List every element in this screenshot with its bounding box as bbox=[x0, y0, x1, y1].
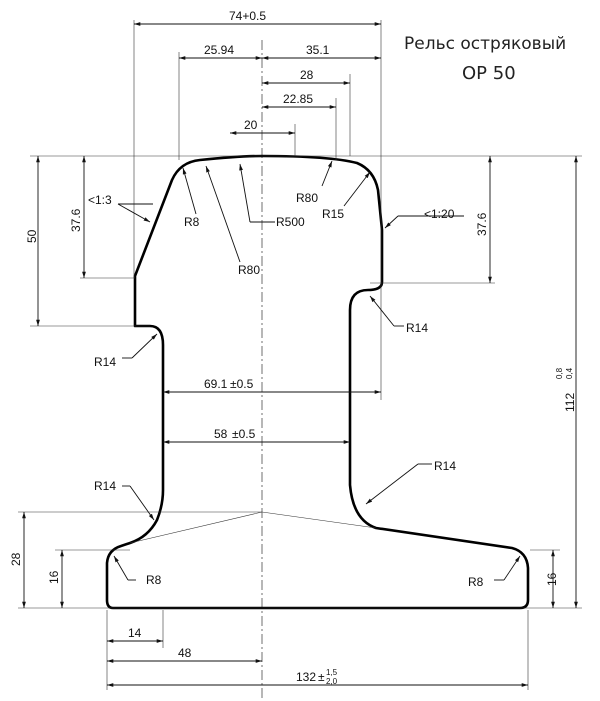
dim-25-94: 25.94 bbox=[179, 43, 262, 60]
flange-taper-line-left bbox=[129, 511, 263, 544]
dim-16-right: 16 bbox=[545, 550, 559, 608]
radius-r8-foot-right: R8 bbox=[468, 555, 521, 589]
radius-r8-foot-right-label: R8 bbox=[468, 575, 484, 589]
dim-16-left-label: 16 bbox=[47, 570, 61, 584]
rail-profile-outline bbox=[105, 154, 530, 610]
dim-16-right-label: 16 bbox=[545, 572, 559, 586]
dim-48: 48 bbox=[107, 646, 262, 663]
drawing-title: Рельс остряковый bbox=[404, 34, 567, 54]
dim-20: 20 bbox=[230, 118, 295, 135]
radius-r14-foot-right: R14 bbox=[365, 459, 456, 505]
slope-right-label: <1:20 bbox=[424, 207, 455, 221]
dim-69-1-label: 69.1 bbox=[204, 377, 228, 391]
radius-r14-foot-left-label: R14 bbox=[94, 479, 116, 493]
dim-50: 50 bbox=[25, 156, 40, 326]
dim-58: 58 ±0.5 bbox=[163, 427, 350, 444]
dim-132-pm: ± bbox=[318, 670, 325, 684]
dim-25-94-label: 25.94 bbox=[204, 43, 234, 57]
dim-74-label: 74+0.5 bbox=[229, 9, 266, 23]
dim-132-tol-upper: 1,5 bbox=[326, 668, 338, 677]
dim-37-6-left: 37.6 bbox=[69, 156, 86, 278]
radius-r14-foot-right-label: R14 bbox=[434, 459, 456, 473]
slope-left-label: <1:3 bbox=[88, 193, 112, 207]
dim-132-tol-lower: 2,0 bbox=[326, 677, 338, 686]
radius-r8-head: R8 bbox=[182, 167, 200, 229]
dim-112-label: 112 bbox=[563, 393, 577, 412]
radius-r14-head-right: R14 bbox=[369, 295, 428, 335]
dim-112-tol-lower: 0,4 bbox=[565, 367, 574, 379]
radius-r8-foot-left-label: R8 bbox=[146, 573, 162, 587]
dim-20-label: 20 bbox=[244, 118, 258, 132]
dim-28-top: 28 bbox=[262, 68, 350, 85]
radius-r80-right: R80 bbox=[296, 160, 333, 205]
dim-58-tol: ±0.5 bbox=[232, 427, 256, 441]
dim-35-1-label: 35.1 bbox=[306, 43, 330, 57]
radius-r14-head-right-label: R14 bbox=[406, 321, 428, 335]
dim-35-1: 35.1 bbox=[262, 43, 381, 60]
dim-69-1: 69.1 ±0.5 bbox=[163, 377, 381, 394]
dim-69-1-tol: ±0.5 bbox=[230, 377, 254, 391]
dim-37-6-right: 37.6 bbox=[475, 156, 492, 283]
slope-left: <1:3 bbox=[88, 193, 153, 223]
radius-r8-foot-left: R8 bbox=[113, 555, 162, 587]
radius-r14-neck-left-label: R14 bbox=[94, 355, 116, 369]
dim-37-6-right-label: 37.6 bbox=[475, 212, 489, 236]
radius-r500: R500 bbox=[239, 163, 305, 229]
dim-112-tol-upper: 0,8 bbox=[555, 367, 564, 379]
radius-r14-neck-left: R14 bbox=[94, 333, 158, 369]
radius-r15-label: R15 bbox=[322, 207, 344, 221]
dim-112: 112 0,8 0,4 bbox=[555, 156, 578, 608]
flange-taper-line-right bbox=[261, 511, 377, 529]
dim-22-85-label: 22.85 bbox=[283, 92, 313, 106]
dim-28-top-label: 28 bbox=[300, 68, 314, 82]
slope-right: <1:20 bbox=[384, 207, 464, 229]
dim-132-label: 132 bbox=[296, 670, 316, 684]
drawing-subtitle: ОР 50 bbox=[462, 63, 516, 84]
radius-r500-label: R500 bbox=[276, 215, 305, 229]
dim-37-6-left-label: 37.6 bbox=[69, 208, 83, 232]
dim-50-label: 50 bbox=[25, 229, 39, 243]
radius-r80-right-label: R80 bbox=[296, 191, 318, 205]
radius-r8-head-label: R8 bbox=[184, 215, 200, 229]
radius-r80-left: R80 bbox=[205, 165, 260, 277]
dim-16-left: 16 bbox=[47, 550, 64, 608]
dim-74: 74+0.5 bbox=[134, 9, 381, 26]
dim-48-label: 48 bbox=[178, 646, 192, 660]
dim-14-bottom-label: 14 bbox=[128, 626, 142, 640]
radius-r80-left-label: R80 bbox=[238, 263, 260, 277]
radius-r15: R15 bbox=[322, 171, 371, 221]
dim-132: 132 ± 1,5 2,0 bbox=[107, 668, 528, 687]
radius-r14-foot-left: R14 bbox=[94, 479, 155, 521]
dim-28-left-label: 28 bbox=[9, 552, 23, 566]
dim-58-label: 58 bbox=[214, 427, 228, 441]
dim-22-85: 22.85 bbox=[262, 92, 336, 109]
dim-14-bottom: 14 bbox=[107, 626, 163, 643]
dim-28-left: 28 bbox=[9, 511, 26, 608]
